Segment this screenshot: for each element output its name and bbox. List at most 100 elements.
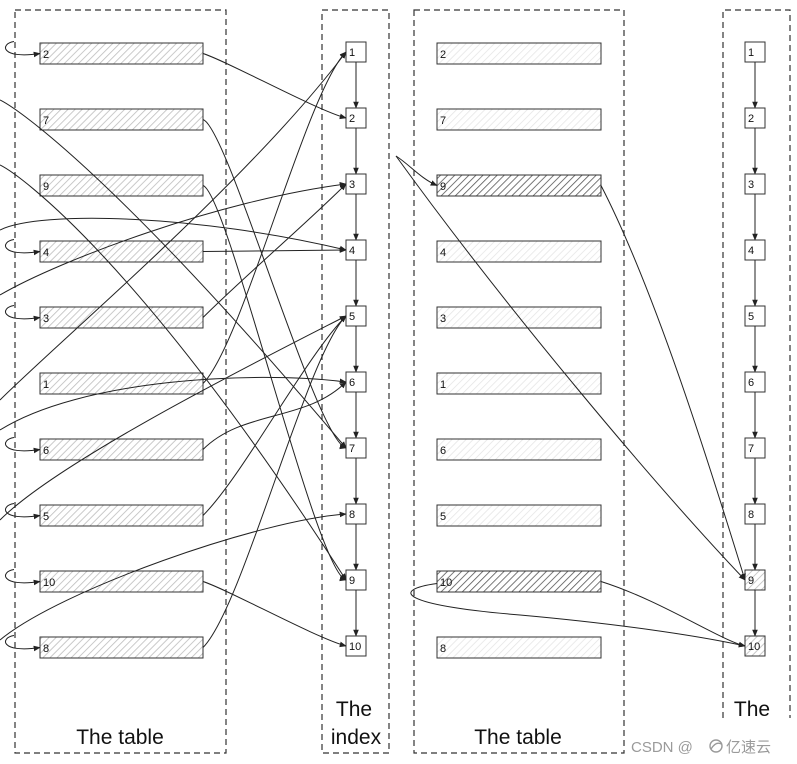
right-index-node-3: 3 bbox=[744, 173, 766, 195]
left-index-node-9: 9 bbox=[345, 569, 367, 591]
left-link-curve-h4 bbox=[5, 503, 41, 520]
left-table-row-7: 7 bbox=[39, 108, 204, 131]
left-table-row-box-5 bbox=[39, 504, 204, 527]
left-table-row-3: 3 bbox=[39, 306, 204, 329]
left-table-row-box-10 bbox=[39, 570, 204, 593]
right-table-row-label-9: 9 bbox=[440, 181, 446, 193]
right-table-row-label-3: 3 bbox=[440, 313, 446, 325]
left-link-curve-u3 bbox=[202, 315, 347, 516]
right-table-row-label-1: 1 bbox=[440, 379, 446, 391]
left-index-node-label-7: 7 bbox=[349, 443, 355, 455]
right-index-node-5: 5 bbox=[744, 305, 766, 327]
left-index-title-line1: The bbox=[336, 698, 372, 721]
right-table-row-2: 2 bbox=[436, 42, 602, 65]
left-index-node-7: 7 bbox=[345, 437, 367, 459]
left-table-row-box-7 bbox=[39, 108, 204, 131]
left-index-node-label-1: 1 bbox=[349, 47, 355, 59]
left-link-curve-l1 bbox=[0, 164, 347, 581]
right-table-row-box-10 bbox=[436, 570, 602, 593]
left-index-node-2: 2 bbox=[345, 107, 367, 129]
left-link-curve-h0 bbox=[5, 41, 41, 58]
right-table-title: The table bbox=[474, 726, 562, 749]
right-table-row-1: 1 bbox=[436, 372, 602, 395]
left-link-curve-l6 bbox=[0, 315, 347, 521]
left-link-curve-l4 bbox=[0, 51, 347, 401]
right-link-curve-a bbox=[395, 155, 438, 186]
left-table-row-label-1: 1 bbox=[43, 379, 49, 391]
right-table-row-label-8: 8 bbox=[440, 643, 446, 655]
right-table-row-9: 9 bbox=[436, 174, 602, 197]
right-table-row-label-6: 6 bbox=[440, 445, 446, 457]
left-table-row-9: 9 bbox=[39, 174, 204, 197]
left-link-curve-r4 bbox=[202, 581, 347, 648]
right-table-row-label-5: 5 bbox=[440, 511, 446, 523]
right-table-row-box-2 bbox=[436, 42, 602, 65]
left-table-row-10: 10 bbox=[39, 570, 204, 593]
left-link-curve-h5 bbox=[5, 569, 41, 586]
right-table-row-label-4: 4 bbox=[440, 247, 446, 259]
left-link-curve-l3 bbox=[0, 182, 347, 296]
right-index-node-9: 9 bbox=[744, 569, 766, 591]
left-table-row-label-7: 7 bbox=[43, 115, 49, 127]
watermark-brand: 亿速云 bbox=[726, 739, 771, 756]
left-table-row-box-4 bbox=[39, 240, 204, 263]
watermark: CSDN @ 亿速云 bbox=[631, 739, 771, 756]
left-index-node-label-3: 3 bbox=[349, 179, 355, 191]
right-link-curve-c bbox=[600, 185, 746, 581]
left-index-frame bbox=[321, 9, 390, 754]
left-table-row-box-1 bbox=[39, 372, 204, 395]
right-index-node-label-10: 10 bbox=[748, 641, 760, 653]
left-link-curve-u4 bbox=[202, 315, 347, 648]
left-index-node-label-2: 2 bbox=[349, 113, 355, 125]
right-index-node-4: 4 bbox=[744, 239, 766, 261]
left-table-row-box-2 bbox=[39, 42, 204, 65]
right-link-curve-d bbox=[600, 581, 746, 648]
left-table-row-label-2: 2 bbox=[43, 49, 49, 61]
left-table-row-label-9: 9 bbox=[43, 181, 49, 193]
left-link-curve-h1 bbox=[5, 239, 41, 256]
right-table-row-box-4 bbox=[436, 240, 602, 263]
left-link-curve-l5 bbox=[0, 376, 347, 431]
right-table-row-8: 8 bbox=[436, 636, 602, 659]
right-table-row-label-2: 2 bbox=[440, 49, 446, 61]
left-table-row-box-6 bbox=[39, 438, 204, 461]
left-link-curve-l2 bbox=[0, 217, 347, 252]
left-link-curve-r1 bbox=[202, 119, 347, 450]
left-link-curve-h3 bbox=[5, 437, 41, 454]
left-index-node-label-4: 4 bbox=[349, 245, 355, 257]
watermark-source: CSDN @ bbox=[631, 739, 693, 756]
left-table-row-4: 4 bbox=[39, 240, 204, 263]
left-link-curve-h2 bbox=[5, 305, 41, 322]
left-link-curve-h6 bbox=[5, 635, 41, 652]
left-link-curves bbox=[0, 41, 347, 652]
left-index-node-5: 5 bbox=[345, 305, 367, 327]
left-link-curve-r0 bbox=[202, 53, 347, 120]
right-index-node-2: 2 bbox=[744, 107, 766, 129]
right-index-title: The bbox=[734, 698, 770, 721]
left-index-node-10: 10 bbox=[345, 635, 367, 657]
left-table-row-6: 6 bbox=[39, 438, 204, 461]
right-table-row-4: 4 bbox=[436, 240, 602, 263]
left-index-node-4: 4 bbox=[345, 239, 367, 261]
left-index-title-line2: index bbox=[331, 726, 382, 749]
left-index-node-label-9: 9 bbox=[349, 575, 355, 587]
left-link-curve-u0 bbox=[202, 183, 347, 318]
right-index-node-label-4: 4 bbox=[748, 245, 754, 257]
left-table-row-label-10: 10 bbox=[43, 577, 55, 589]
left-index-node-8: 8 bbox=[345, 503, 367, 525]
right-link-curve-b bbox=[395, 155, 746, 581]
right-table-row-box-8 bbox=[436, 636, 602, 659]
right-table-row-box-6 bbox=[436, 438, 602, 461]
right-index-node-label-2: 2 bbox=[748, 113, 754, 125]
right-table-row-10: 10 bbox=[436, 570, 602, 593]
left-index-node-label-5: 5 bbox=[349, 311, 355, 323]
left-table-row-1: 1 bbox=[39, 372, 204, 395]
left-link-curve-u1 bbox=[202, 51, 347, 384]
left-index-node-label-8: 8 bbox=[349, 509, 355, 521]
right-table-frame bbox=[413, 9, 625, 754]
right-index-node-label-6: 6 bbox=[748, 377, 754, 389]
right-index-node-label-8: 8 bbox=[748, 509, 754, 521]
